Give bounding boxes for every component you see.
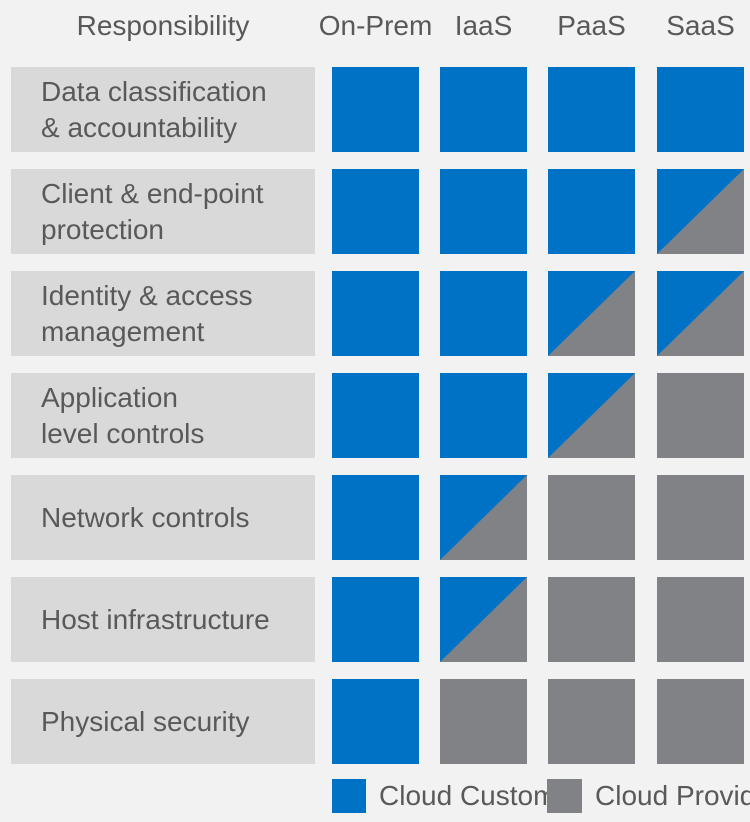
matrix-cell xyxy=(548,679,635,764)
legend: Cloud Customer Cloud Provider xyxy=(0,779,750,813)
legend-swatch-cloud-provider xyxy=(547,779,582,813)
column-header-paas: PaaS xyxy=(557,10,626,41)
column-header-iaas: IaaS xyxy=(454,10,513,41)
matrix-cell xyxy=(440,169,527,254)
column-header-on-prem: On-Prem xyxy=(318,10,433,41)
table-row: Client & end-point protection xyxy=(0,169,750,254)
matrix-cell xyxy=(332,373,419,458)
column-header-saas: SaaS xyxy=(666,10,735,41)
matrix-cell xyxy=(657,679,744,764)
matrix-cell xyxy=(440,373,527,458)
matrix-cell xyxy=(657,373,744,458)
row-label: Physical security xyxy=(11,679,315,764)
matrix-cell xyxy=(440,577,527,662)
matrix-cell xyxy=(548,475,635,560)
matrix-cell xyxy=(548,169,635,254)
row-label: Data classification & accountability xyxy=(11,67,315,152)
matrix-cell xyxy=(657,169,744,254)
matrix-cell xyxy=(440,271,527,356)
row-label: Network controls xyxy=(11,475,315,560)
row-label: Client & end-point protection xyxy=(11,169,315,254)
table-row: Network controls xyxy=(0,475,750,560)
legend-label-cloud-provider: Cloud Provider xyxy=(595,780,750,811)
row-label: Application level controls xyxy=(11,373,315,458)
matrix-cell xyxy=(332,577,419,662)
row-label: Host infrastructure xyxy=(11,577,315,662)
table-row: Host infrastructure xyxy=(0,577,750,662)
matrix-cell xyxy=(657,271,744,356)
matrix-cell xyxy=(548,373,635,458)
row-label: Identity & access management xyxy=(11,271,315,356)
matrix-cell xyxy=(332,679,419,764)
matrix-cell xyxy=(548,271,635,356)
matrix-cell xyxy=(440,67,527,152)
column-header-responsibility: Responsibility xyxy=(76,10,250,41)
matrix-cell xyxy=(657,67,744,152)
matrix-cell xyxy=(332,67,419,152)
table-row: Data classification & accountability xyxy=(0,67,750,152)
table-row: Application level controls xyxy=(0,373,750,458)
matrix-cell xyxy=(657,577,744,662)
matrix-cell xyxy=(657,475,744,560)
matrix-cell xyxy=(440,679,527,764)
matrix-cell xyxy=(332,475,419,560)
matrix-cell xyxy=(332,271,419,356)
table-row: Physical security xyxy=(0,679,750,764)
matrix-cell xyxy=(440,475,527,560)
legend-swatch-cloud-customer xyxy=(332,779,366,813)
matrix-cell xyxy=(548,577,635,662)
matrix-cell xyxy=(332,169,419,254)
table-row: Identity & access management xyxy=(0,271,750,356)
matrix-cell xyxy=(548,67,635,152)
